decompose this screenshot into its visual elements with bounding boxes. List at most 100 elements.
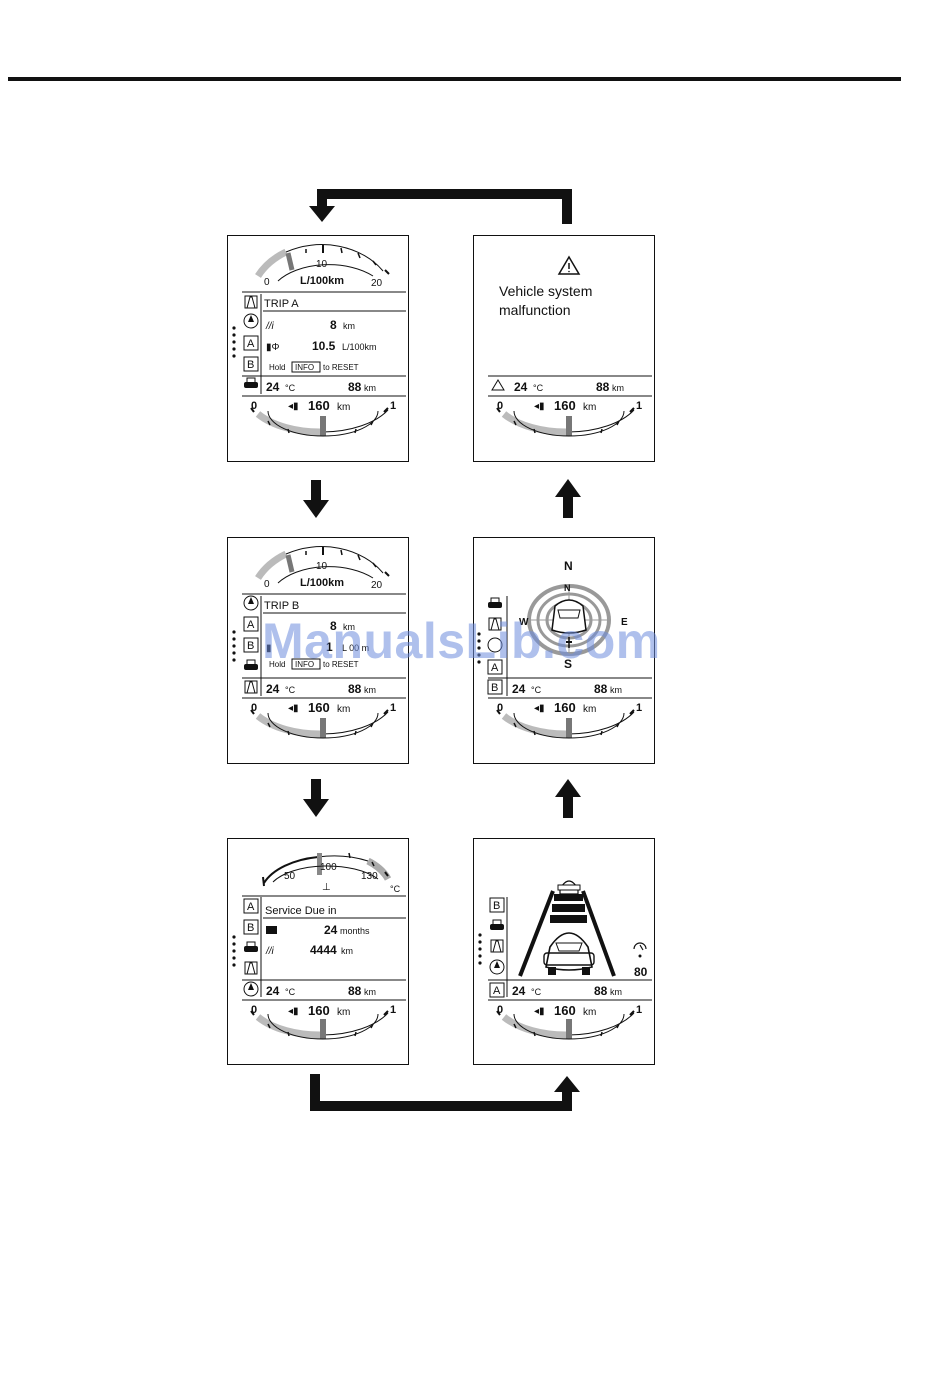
gauge-mid-label: 10	[316, 259, 328, 270]
side-a-label: A	[247, 338, 255, 350]
consumption-gauge: 0 10 20 L/100km	[255, 546, 390, 591]
side-box-a	[487, 659, 503, 675]
fuel-pump-icon: ◂▮	[534, 1006, 545, 1017]
fuel-pump-icon: ◂▮	[288, 703, 299, 714]
odometer-value: 88	[348, 984, 362, 998]
side-box-a	[489, 982, 505, 998]
side-icon-road	[244, 680, 258, 694]
fuel-gauge: 0 1 ◂▮ 160 km	[496, 398, 642, 437]
odometer-value: 88	[594, 984, 608, 998]
gauge-min-label: 50	[284, 871, 296, 882]
side-b-label: B	[247, 922, 254, 934]
outside-temp: 24	[514, 380, 528, 394]
down-arrow-1	[303, 480, 329, 518]
up-arrow-1	[555, 479, 581, 518]
fuel-gauge-min: 0	[251, 1004, 257, 1016]
service-km-unit: km	[341, 946, 353, 956]
fuel-pump-icon: ◂▮	[288, 1006, 299, 1017]
pager-dots	[232, 630, 236, 662]
lead-car-icon	[557, 880, 581, 895]
panel-lane: 80 B A 24 °C 88 km	[473, 838, 655, 1065]
outside-temp: 24	[266, 984, 280, 998]
panel-warning: Vehicle system malfunction 24 °C 88 km 0…	[473, 235, 655, 462]
range-value: 160	[554, 700, 576, 715]
fuel-gauge-max: 1	[636, 1004, 642, 1016]
panel-trip-b: 0 10 20 L/100km A B TRIP B 8 km ▮ 1	[227, 537, 409, 764]
range-value: 160	[308, 700, 330, 715]
temp-unit: °C	[531, 685, 542, 695]
watermark: ManualsLib.com	[262, 613, 661, 669]
side-box-a	[243, 898, 259, 914]
side-b-label: B	[491, 682, 498, 694]
fuel-gauge: 0 1 ◂▮ 160 km	[250, 398, 396, 437]
car-top-view-icon	[551, 599, 587, 648]
odometer-unit: km	[610, 987, 622, 997]
small-warning-icon	[491, 379, 505, 391]
side-a-label: A	[247, 901, 255, 913]
warning-triangle-icon	[557, 255, 581, 275]
trip-distance-value: 8	[330, 619, 337, 633]
compass-icon	[243, 313, 259, 329]
odometer-unit: km	[612, 383, 624, 393]
range-unit: km	[337, 704, 350, 715]
side-a-label: A	[493, 985, 501, 997]
compass-west: W	[519, 617, 529, 628]
compass-east: E	[621, 617, 628, 628]
odometer-unit: km	[364, 383, 376, 393]
gauge-mid-label: 100	[320, 862, 337, 873]
trip-distance-value: 8	[330, 318, 337, 332]
header-rule	[8, 77, 901, 81]
fuel-gauge-max: 1	[390, 1004, 396, 1016]
odometer-unit: km	[610, 685, 622, 695]
odometer-unit: km	[364, 987, 376, 997]
own-car-icon	[543, 932, 595, 975]
temp-unit: °C	[531, 987, 542, 997]
warning-line-1: Vehicle system	[499, 283, 592, 299]
pager-dots	[477, 632, 481, 664]
range-unit: km	[337, 402, 350, 413]
service-title: Service Due in	[265, 905, 337, 917]
trip-title: TRIP B	[264, 600, 299, 612]
range-unit: km	[583, 704, 596, 715]
trip-consumption-value: 10.5	[312, 339, 336, 353]
reset-text: to RESET	[323, 660, 359, 669]
side-icon-car	[244, 377, 258, 388]
trip-consumption-unit: L/100km	[342, 342, 377, 352]
hold-text: Hold	[269, 363, 285, 372]
side-icon-car	[488, 597, 502, 608]
side-box-b	[243, 637, 259, 653]
gauge-min-label: 0	[264, 579, 270, 590]
side-b-label: B	[493, 900, 500, 912]
gauge-max-label: 20	[371, 580, 383, 591]
side-a-label: A	[491, 662, 499, 674]
fuel-gauge-min: 0	[251, 400, 257, 412]
top-arrowhead	[309, 206, 335, 222]
trip-distance-unit: km	[343, 622, 355, 632]
side-icon-car	[244, 659, 258, 670]
pager-dots	[232, 935, 236, 967]
fuel-pump-icon: ◂▮	[534, 401, 545, 412]
pager-dots	[232, 326, 236, 358]
gauge-max-label: 20	[371, 278, 383, 289]
fuel-gauge-min: 0	[251, 702, 257, 714]
consumption-gauge: 0 10 20 L/100km	[255, 244, 390, 289]
coolant-gauge: 50 100 130 °C ⊥	[262, 852, 401, 894]
fuel-gauge: 0 1 ◂▮ 160 km	[250, 700, 396, 739]
service-months-value: 24	[324, 923, 338, 937]
side-b-label: B	[247, 640, 254, 652]
side-icon-road	[488, 617, 502, 631]
side-box-b	[487, 679, 503, 695]
compass-icon	[243, 595, 259, 611]
compass-south: S	[564, 657, 572, 671]
side-icon-car	[244, 941, 258, 952]
warning-line-2: malfunction	[499, 302, 571, 318]
fuel-consumption-icon: ▮Φ	[266, 342, 280, 353]
range-value: 160	[554, 398, 576, 413]
compass-icon	[489, 959, 505, 975]
panel-service: 50 100 130 °C ⊥ A B Service Due in 2	[227, 838, 409, 1065]
gauge-unit-label: L/100km	[300, 275, 344, 287]
distance-icon: //i	[265, 946, 275, 957]
odometer-value: 88	[594, 682, 608, 696]
gauge-min-label: 0	[264, 277, 270, 288]
